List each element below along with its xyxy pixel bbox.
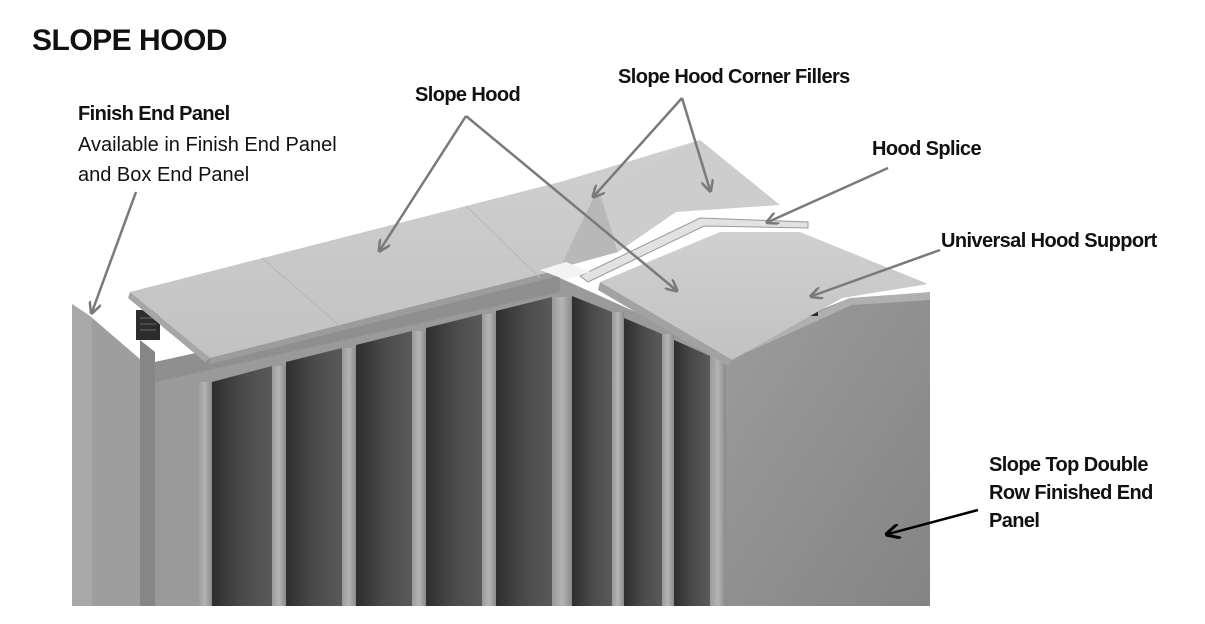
arrow-hood-splice — [768, 166, 889, 222]
label-finish-end-panel: Finish End Panel — [78, 103, 230, 125]
finish-desc-line2: and Box End Panel — [78, 164, 250, 186]
label-hood-splice: Hood Splice — [872, 138, 982, 160]
label-universal-hood-support: Universal Hood Support — [941, 230, 1157, 252]
cabinet-posts — [198, 297, 726, 606]
arrow-double-row-end-panel — [888, 508, 979, 534]
callout-arrows — [92, 97, 979, 534]
double-row-end-panel — [726, 292, 930, 606]
finish-desc-line1: Available in Finish End Panel — [78, 134, 337, 156]
arrow-slope-hood-left — [380, 115, 468, 250]
label-slope-hood: Slope Hood — [415, 84, 521, 106]
double-row-line3: Panel — [989, 510, 1040, 532]
arrow-universal-hood-support — [812, 248, 941, 296]
label-finish-end-panel-description: Available in Finish End Panel and Box En… — [78, 130, 408, 190]
page-title: SLOPE HOOD — [32, 24, 228, 57]
arrow-corner-filler-right — [680, 97, 710, 190]
finish-end-panel — [72, 304, 155, 606]
arrow-slope-hood-right — [465, 115, 676, 290]
arrow-corner-filler-left — [594, 97, 683, 196]
slope-hood-panels — [128, 140, 928, 366]
double-row-line1: Slope Top Double — [989, 454, 1149, 476]
label-double-row-end-panel: Slope Top Double Row Finished End Panel — [989, 451, 1204, 535]
bay-openings — [212, 296, 710, 606]
arrow-finish-end-panel — [92, 191, 138, 312]
label-slope-hood-corner-fillers: Slope Hood Corner Fillers — [618, 66, 850, 88]
double-row-line2: Row Finished End — [989, 482, 1153, 504]
